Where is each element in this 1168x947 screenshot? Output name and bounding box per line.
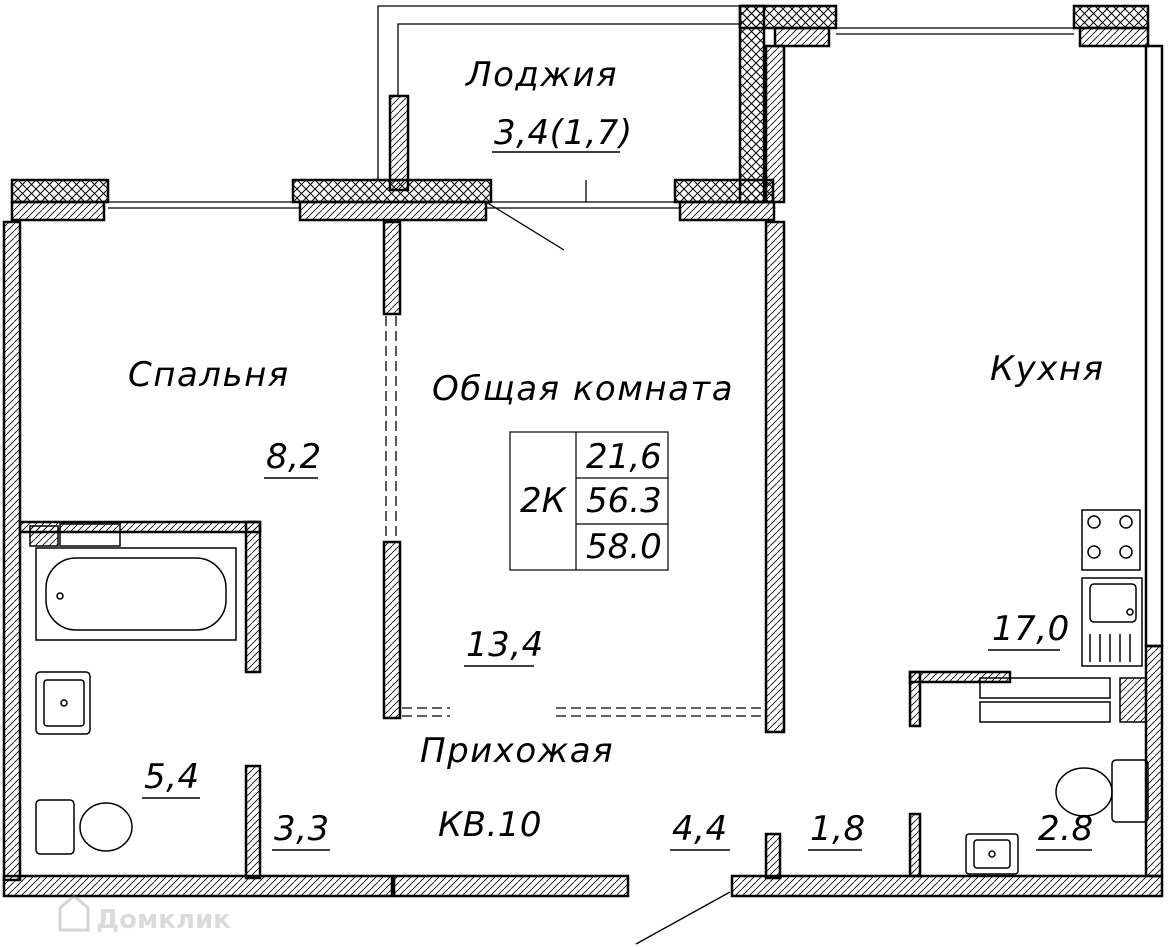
total-with-loggia-value: 58.0 <box>586 527 662 567</box>
watermark-text: Домклик <box>96 905 231 935</box>
closet-area: 3,3 <box>274 809 330 849</box>
bathroom-area: 5,4 <box>144 757 200 797</box>
wc-area: 2.8 <box>1038 809 1094 849</box>
corridor-area: 1,8 <box>810 809 866 849</box>
living-room-name: Общая комната <box>432 369 734 409</box>
watermark: Домклик <box>58 894 231 935</box>
loggia-name: Лоджия <box>464 55 618 95</box>
area-underlines <box>142 151 1092 851</box>
kitchen-name: Кухня <box>990 349 1105 389</box>
sink-icon <box>35 671 91 735</box>
bedroom-area: 8,2 <box>266 437 322 477</box>
hallway-name: Прихожая <box>420 731 614 771</box>
thin-lines <box>108 5 1074 945</box>
kitchen-sink-icon <box>1081 577 1143 667</box>
apartment-type: 2К <box>520 481 568 521</box>
bedroom-name: Спальня <box>128 355 290 395</box>
loggia-area: 3,4(1,7) <box>494 113 633 153</box>
toilet-icon <box>35 799 75 855</box>
apartment-number: КВ.10 <box>438 805 542 845</box>
wc-sink-icon <box>965 833 1019 875</box>
house-icon <box>58 894 90 932</box>
apartment-info-table <box>509 431 669 571</box>
living-room-area: 13,4 <box>466 625 544 665</box>
fixtures <box>29 509 1149 875</box>
living-area-value: 21,6 <box>586 437 662 477</box>
total-area-value: 56.3 <box>586 481 662 521</box>
walls <box>2 4 1164 898</box>
hallway-area: 4,4 <box>672 809 728 849</box>
bathtub-icon <box>35 547 237 641</box>
kitchen-area: 17,0 <box>992 609 1070 649</box>
stove-icon <box>1081 509 1141 571</box>
